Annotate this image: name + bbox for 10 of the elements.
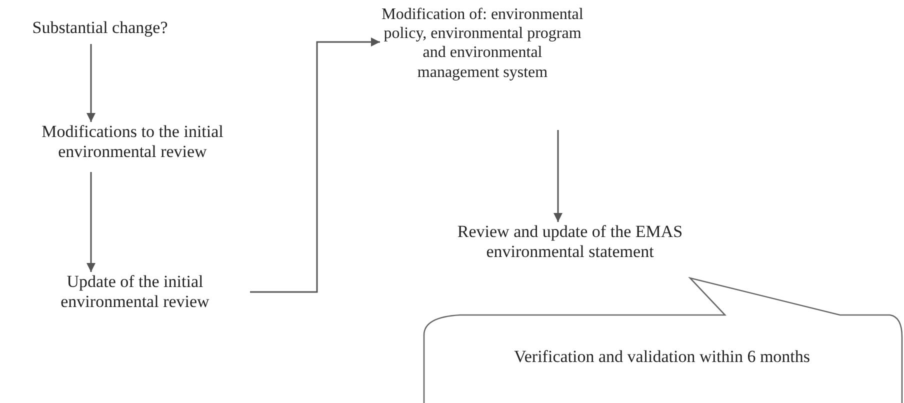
arrow (554, 130, 562, 222)
step-text: Review and update of the EMAS environmental statement (456, 222, 684, 263)
arrow (250, 38, 380, 293)
step-text: Substantial change? (31, 18, 169, 38)
step-text: Update of the initial environmental review (60, 272, 210, 313)
arrow (86, 172, 96, 272)
step-text: Modifications to the initial environmental review (40, 122, 224, 163)
step-text: Verification and validation within 6 months (512, 347, 812, 368)
arrow (86, 44, 96, 122)
step-text: Modification of: environmental policy, environmental program and environmental management system (380, 5, 584, 82)
